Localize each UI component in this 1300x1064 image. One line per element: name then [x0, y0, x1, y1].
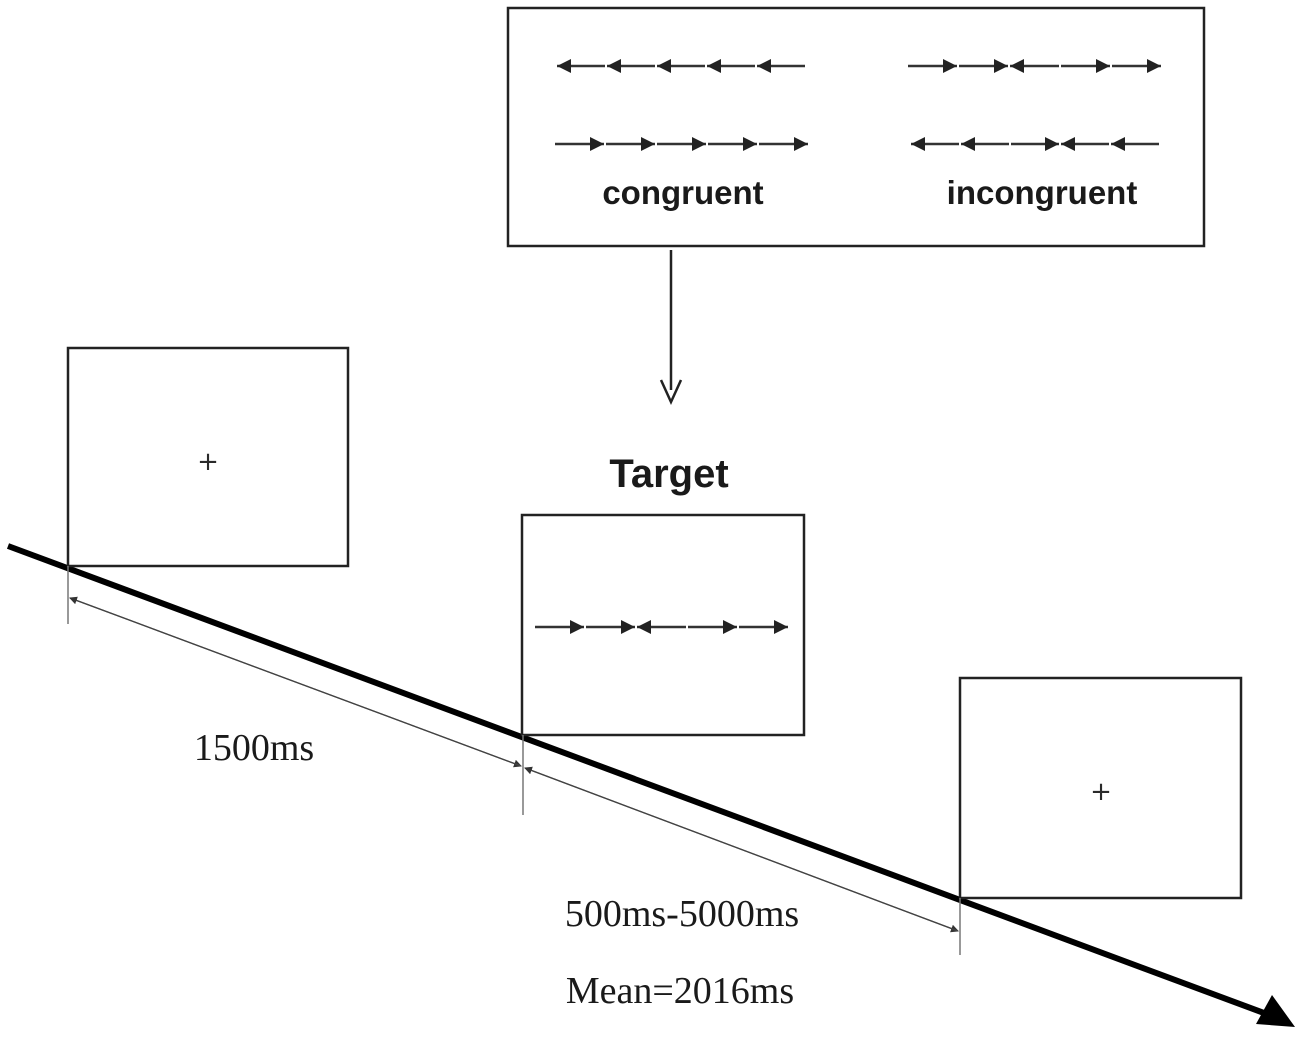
condition-box — [506, 6, 1206, 248]
right-arrow-icon — [1061, 59, 1110, 73]
right-arrow-icon — [657, 137, 706, 151]
right-arrow-icon — [555, 137, 604, 151]
left-arrow-icon — [557, 59, 605, 73]
left-arrow-icon — [1010, 59, 1059, 73]
left-arrow-icon — [637, 620, 686, 634]
fixation-cross-1: + — [197, 447, 219, 477]
right-arrow-icon — [688, 620, 737, 634]
left-arrow-icon — [657, 59, 705, 73]
target-duration-range-label: 500ms-5000ms — [565, 893, 799, 935]
fixation-screen-2 — [958, 676, 1243, 900]
incongruent-label: incongruent — [947, 174, 1138, 211]
timeline-line — [6, 543, 1274, 1019]
right-arrow-icon — [739, 620, 788, 634]
congruent-label: congruent — [602, 174, 763, 211]
left-arrow-icon — [961, 137, 1009, 151]
target-arrow-row — [535, 620, 788, 634]
target-duration-mean-label: Mean=2016ms — [566, 970, 794, 1012]
fixation-frame-2: + — [958, 676, 1243, 900]
left-arrow-icon — [757, 59, 805, 73]
timeline-arrowhead — [1256, 995, 1295, 1027]
right-arrow-icon — [586, 620, 635, 634]
right-arrow-icon — [759, 137, 808, 151]
target-frame — [520, 513, 806, 737]
fixation-frame-1: + — [66, 346, 350, 568]
duration-line-2-reverse — [524, 766, 959, 932]
incongruent-arrow-row-1 — [908, 59, 1161, 73]
incongruent-arrow-row-2 — [911, 137, 1159, 151]
right-arrow-icon — [708, 137, 757, 151]
right-arrow-icon — [908, 59, 957, 73]
target-title: Target — [609, 452, 728, 496]
right-arrow-icon — [1112, 59, 1161, 73]
fixation-duration-label: 1500ms — [194, 727, 314, 769]
left-arrow-icon — [1061, 137, 1109, 151]
right-arrow-icon — [606, 137, 655, 151]
fixation-cross-2: + — [1090, 777, 1112, 807]
target-screen — [520, 513, 806, 737]
fixation-screen-1 — [66, 346, 350, 568]
left-arrow-icon — [707, 59, 755, 73]
left-arrow-icon — [607, 59, 655, 73]
congruent-arrow-row-right — [555, 137, 808, 151]
fixation-duration-bracket — [69, 596, 522, 768]
right-arrow-icon — [959, 59, 1008, 73]
condition-examples-panel: congruent incongruent — [506, 6, 1206, 248]
target-duration-bracket — [524, 766, 959, 933]
congruent-arrow-row-left — [557, 59, 805, 73]
right-arrow-icon — [1011, 137, 1059, 151]
right-arrow-icon — [535, 620, 584, 634]
left-arrow-icon — [1111, 137, 1159, 151]
connector-arrowhead — [659, 379, 683, 406]
left-arrow-icon — [911, 137, 959, 151]
duration-line-1-reverse — [69, 596, 522, 767]
